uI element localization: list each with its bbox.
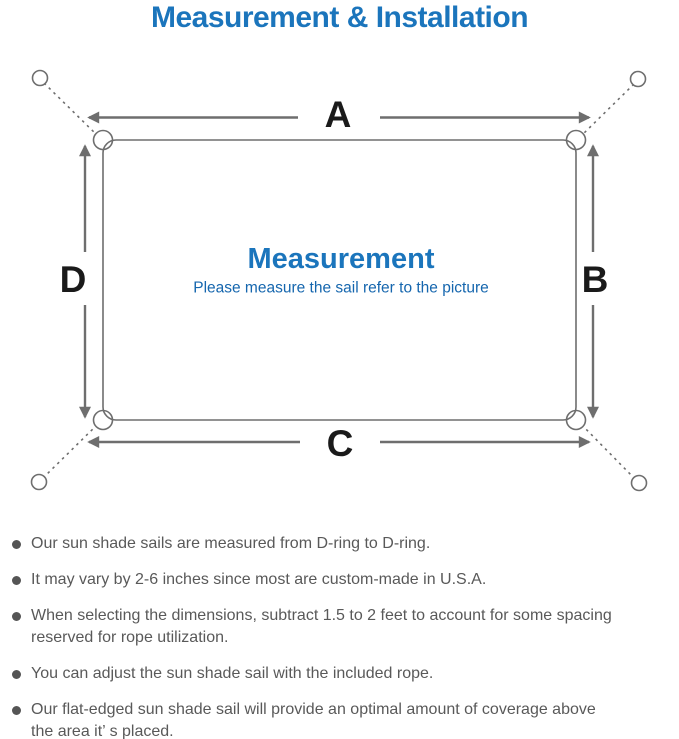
diagram-heading: Measurement: [248, 243, 435, 275]
note-text: When selecting the dimensions, subtract …: [31, 607, 612, 646]
note-item: It may vary by 2-6 inches since most are…: [12, 569, 670, 591]
note-item: When selecting the dimensions, subtract …: [12, 605, 670, 649]
note-item: You can adjust the sun shade sail with t…: [12, 663, 670, 685]
d-ring-icon: [565, 129, 587, 151]
note-text: You can adjust the sun shade sail with t…: [31, 665, 434, 682]
anchor-point-icon: [629, 70, 647, 88]
notes-list: Our sun shade sails are measured from D-…: [12, 533, 670, 739]
d-ring-icon: [92, 409, 114, 431]
bullet-dot-icon: [12, 612, 21, 621]
guy-rope-bottom-left: [42, 420, 102, 479]
guy-rope-top-right: [577, 83, 635, 140]
anchor-point-icon: [31, 69, 49, 87]
measurement-diagram: A B C D Measurement Please measure the s…: [30, 69, 648, 492]
bullet-dot-icon: [12, 540, 21, 549]
bullet-dot-icon: [12, 706, 21, 715]
note-text: It may vary by 2-6 inches since most are…: [31, 571, 487, 588]
anchor-point-icon: [30, 473, 48, 491]
d-ring-icon: [92, 129, 114, 151]
dimension-label-d: D: [60, 259, 87, 300]
bullet-dot-icon: [12, 670, 21, 679]
note-text: Our sun shade sails are measured from D-…: [31, 535, 431, 552]
note-item: Our flat-edged sun shade sail will provi…: [12, 699, 670, 739]
note-item: Our sun shade sails are measured from D-…: [12, 533, 670, 555]
guy-rope-bottom-right: [577, 420, 636, 480]
dimension-label-c: C: [327, 423, 354, 464]
d-ring-icon: [565, 409, 587, 431]
sail-outline: [102, 139, 577, 421]
anchor-point-icon: [630, 474, 648, 492]
bullet-dot-icon: [12, 576, 21, 585]
dimension-label-a: A: [325, 94, 352, 135]
guy-rope-top-left: [43, 82, 102, 140]
note-text: Our flat-edged sun shade sail will provi…: [31, 701, 596, 739]
diagram-subtitle: Please measure the sail refer to the pic…: [193, 280, 489, 297]
dimension-label-b: B: [582, 259, 609, 300]
page-title: Measurement & Installation: [150, 1, 529, 34]
